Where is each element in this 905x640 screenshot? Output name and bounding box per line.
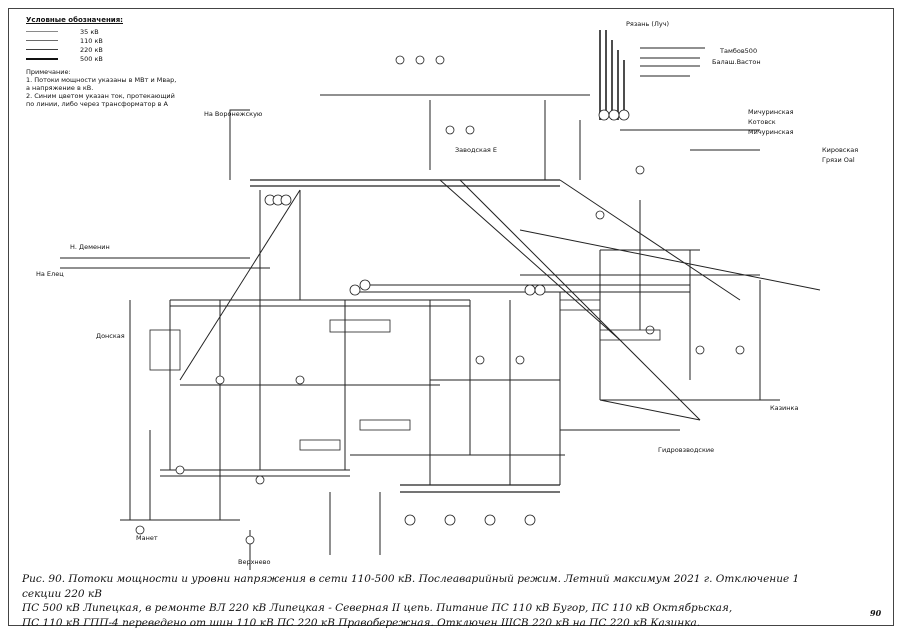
legend-label-220: 220 кВ: [80, 45, 103, 54]
label-michurinskaya2: Мичуринская: [748, 128, 794, 136]
legend-line-220: [26, 49, 58, 50]
legend-label-110: 110 кВ: [80, 36, 103, 45]
note-line-4: по линии, либо через трансформатор в А: [26, 100, 168, 108]
legend-row-500: 500 кВ: [26, 54, 176, 63]
legend-note: Примечание: 1. Потоки мощности указаны в…: [26, 68, 176, 108]
label-zavodskaya: Заводская Е: [455, 146, 498, 154]
legend: Условные обозначения: 35 кВ 110 кВ 220 к…: [26, 16, 176, 108]
label-kotovsk: Котовск: [748, 118, 776, 126]
note-line-3: 2. Синим цветом указан ток, протекающий: [26, 92, 175, 100]
label-balash: Балаш.Вастон: [712, 58, 761, 66]
note-line-2: а напряжение в кВ.: [26, 84, 94, 92]
label-michurinsk: Мичуринская: [748, 108, 794, 116]
caption-line-2: ПС 500 кВ Липецкая, в ремонте ВЛ 220 кВ …: [22, 602, 733, 614]
label-elets: На Елец: [36, 270, 64, 278]
legend-line-500: [26, 57, 58, 60]
label-voronezh: На Воронежскую: [204, 110, 263, 118]
note-title: Примечание:: [26, 68, 71, 76]
legend-label-35: 35 кВ: [80, 27, 99, 36]
legend-label-500: 500 кВ: [80, 54, 103, 63]
caption-line-1: Рис. 90. Потоки мощности и уровни напряж…: [22, 573, 800, 600]
legend-row-35: 35 кВ: [26, 27, 176, 36]
label-demenin: Н. Деменин: [70, 243, 110, 251]
caption-line-3: ПС 110 кВ ГПП-4 переведено от шин 110 кВ…: [22, 616, 701, 629]
label-gidro: Гидровзводские: [658, 446, 715, 454]
page-frame: [8, 8, 894, 626]
label-manet: Манет: [136, 534, 158, 542]
legend-title: Условные обозначения:: [26, 16, 123, 24]
label-verkhnee: Верхнево: [238, 558, 271, 566]
label-donskaya: Донская: [96, 332, 125, 340]
legend-row-110: 110 кВ: [26, 36, 176, 45]
label-gryazi: Грязи Oal: [822, 156, 855, 164]
label-tambov: Тамбов500: [720, 47, 758, 55]
legend-row-220: 220 кВ: [26, 45, 176, 54]
page-number: 90: [870, 608, 882, 618]
substation-symbols: [135, 55, 745, 545]
small-bus-boxes: [149, 299, 661, 451]
label-kirovskaya: Кировская: [822, 146, 859, 154]
label-kazinka: Казинка: [770, 404, 799, 412]
schematic-lines: [60, 30, 821, 570]
note-line-1: 1. Потоки мощности указаны в МВт и Мвар,: [26, 76, 177, 84]
figure-caption: Рис. 90. Потоки мощности и уровни напряж…: [22, 572, 822, 630]
legend-line-35: [26, 31, 58, 32]
legend-line-110: [26, 40, 58, 41]
label-ryazan: Рязань (Луч): [626, 20, 670, 28]
